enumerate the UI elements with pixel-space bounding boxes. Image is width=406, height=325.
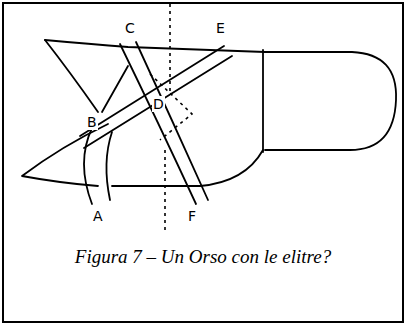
lobe-divider (262, 50, 264, 152)
dotted-axis-top (169, 4, 171, 92)
band-cf-1 (120, 44, 196, 204)
left-edge (45, 40, 98, 112)
dotted-wing (150, 74, 192, 140)
arc-left (84, 128, 92, 204)
point-label: B (86, 114, 98, 130)
band-be-1 (80, 46, 224, 136)
b-strand (102, 66, 128, 112)
point-label: C (124, 20, 136, 36)
arc-right (106, 132, 112, 200)
band-be-2 (84, 56, 232, 148)
dotted-axis-bottom (164, 150, 166, 232)
point-label: A (92, 208, 104, 224)
figure-caption: Figura 7 – Un Orso con le elitre? (70, 242, 336, 272)
point-label: D (152, 96, 165, 112)
point-label: E (215, 20, 226, 36)
band-cf-2 (136, 42, 208, 200)
point-label: F (187, 208, 197, 224)
right-lobe (265, 52, 396, 150)
left-point (22, 124, 108, 186)
top-edge (45, 40, 265, 52)
